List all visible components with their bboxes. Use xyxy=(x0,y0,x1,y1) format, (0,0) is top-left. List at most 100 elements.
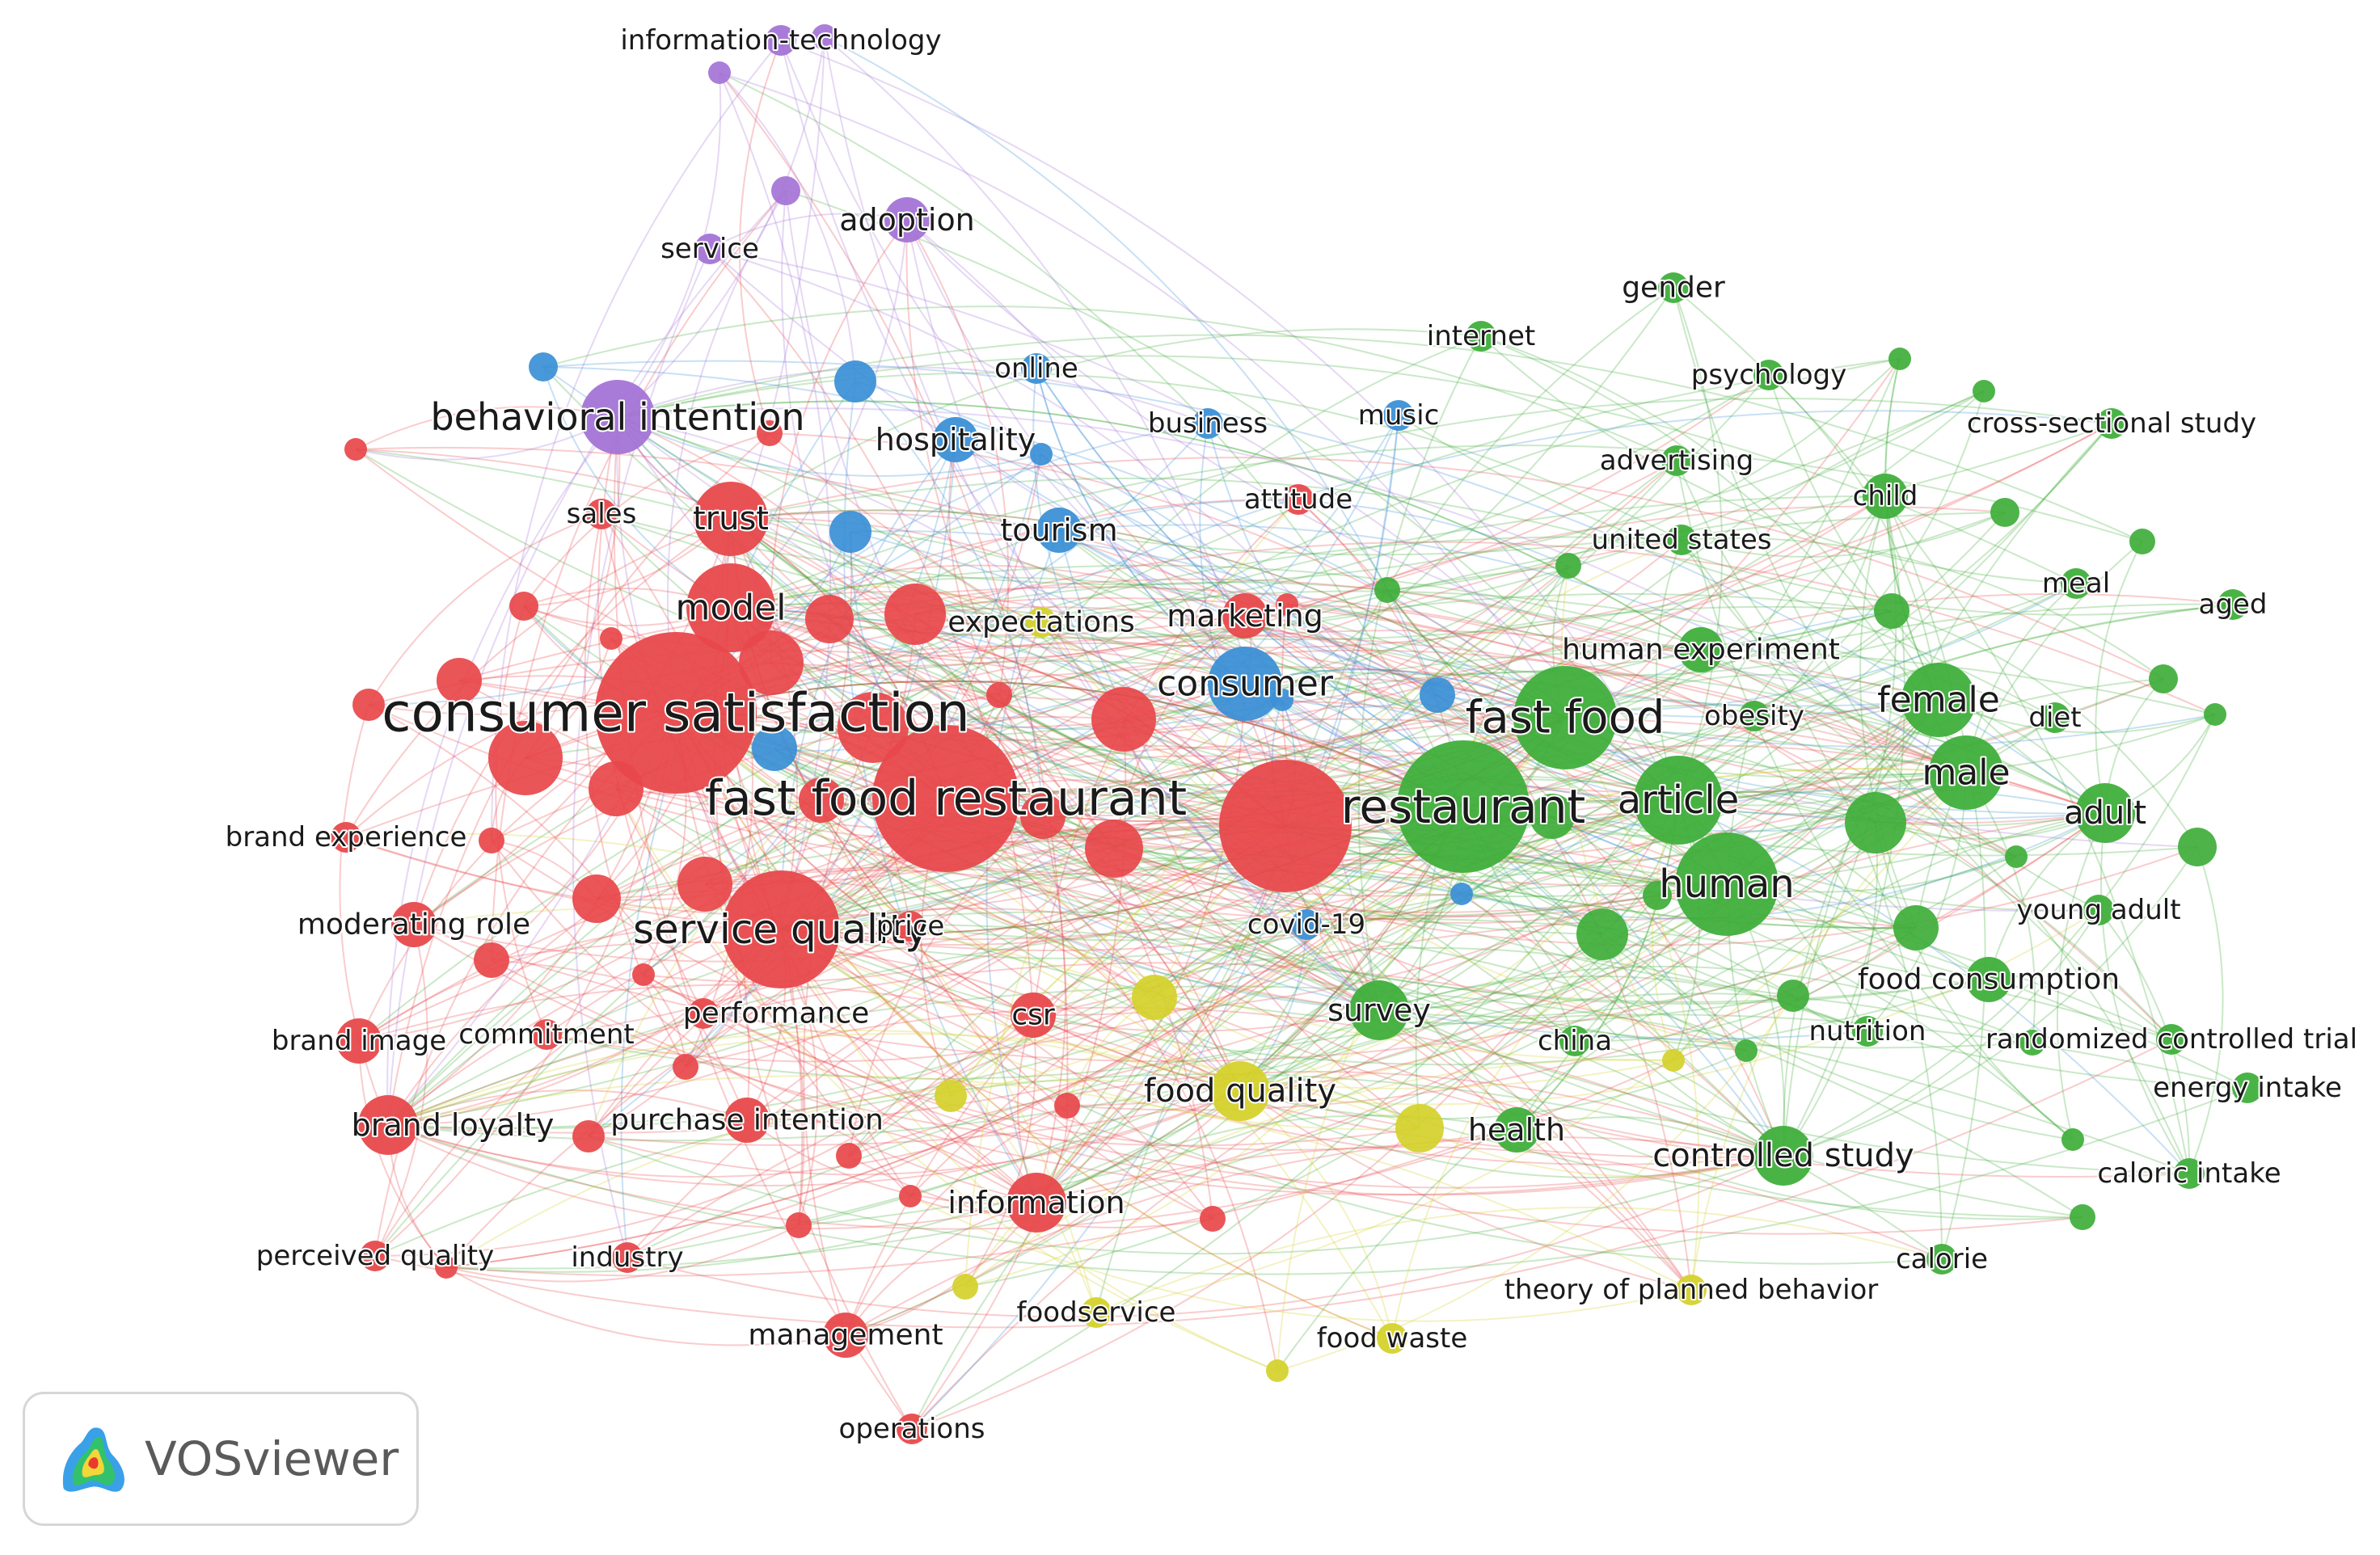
node-theory-of-planned-behavior[interactable] xyxy=(1676,1275,1707,1305)
node-expectations[interactable] xyxy=(1026,607,1057,638)
node-fast-food[interactable] xyxy=(1513,666,1617,769)
network-minor-node[interactable] xyxy=(1530,794,1575,839)
network-minor-node[interactable] xyxy=(1132,975,1177,1020)
network-minor-node[interactable] xyxy=(1374,577,1400,603)
network-minor-node[interactable] xyxy=(1030,443,1053,466)
node-hospitality[interactable] xyxy=(933,417,978,462)
node-survey[interactable] xyxy=(1349,980,1409,1040)
node-china[interactable] xyxy=(1559,1026,1590,1056)
node-caloric-intake[interactable] xyxy=(2174,1158,2205,1189)
network-minor-node[interactable] xyxy=(1276,593,1298,616)
network-minor-node[interactable] xyxy=(836,1143,862,1169)
node-sales[interactable] xyxy=(586,499,617,529)
node-nutrition[interactable] xyxy=(1852,1016,1883,1047)
node-tourism[interactable] xyxy=(1036,508,1082,553)
node-brand-loyalty[interactable] xyxy=(358,1095,418,1155)
node-internet[interactable] xyxy=(1466,321,1496,352)
network-minor-node[interactable] xyxy=(1200,1206,1226,1232)
network-minor-node[interactable] xyxy=(899,1185,922,1207)
node-male[interactable] xyxy=(1929,735,2003,810)
node-cross-sectional-study[interactable] xyxy=(2096,408,2127,439)
node-attitude[interactable] xyxy=(1283,484,1314,515)
node-adoption[interactable] xyxy=(884,197,930,242)
node-female[interactable] xyxy=(1901,663,1976,737)
network-minor-node[interactable] xyxy=(935,1080,967,1112)
network-minor-node[interactable] xyxy=(677,857,732,912)
node-csr[interactable] xyxy=(1011,992,1056,1038)
network-minor-node[interactable] xyxy=(1845,792,1906,853)
node-child[interactable] xyxy=(1863,474,1908,519)
network-minor-node[interactable] xyxy=(1555,553,1581,579)
node-online[interactable] xyxy=(1021,353,1052,384)
network-minor-node[interactable] xyxy=(1420,677,1455,713)
node-restaurant[interactable] xyxy=(1397,740,1530,873)
network-minor-node[interactable] xyxy=(1266,1359,1289,1382)
node-service-quality[interactable] xyxy=(722,870,840,988)
network-minor-node[interactable] xyxy=(509,592,538,621)
network-minor-node[interactable] xyxy=(739,630,804,695)
network-minor-node[interactable] xyxy=(1091,687,1156,752)
network-minor-node[interactable] xyxy=(1735,1039,1758,1062)
node-commitment[interactable] xyxy=(531,1019,562,1050)
network-minor-node[interactable] xyxy=(2019,1030,2045,1056)
network-minor-node[interactable] xyxy=(479,828,504,853)
network-minor-node[interactable] xyxy=(2204,703,2226,726)
node-adult[interactable] xyxy=(2075,783,2135,843)
network-minor-node[interactable] xyxy=(1576,908,1628,960)
node-trust[interactable] xyxy=(694,482,768,556)
network-minor-node[interactable] xyxy=(757,420,783,446)
network-minor-node[interactable] xyxy=(805,595,854,643)
node-business[interactable] xyxy=(1192,408,1223,439)
node-information[interactable] xyxy=(1006,1173,1066,1233)
node-advertising[interactable] xyxy=(1661,445,1692,476)
node-consumer[interactable] xyxy=(1208,647,1282,721)
node-health[interactable] xyxy=(1494,1107,1539,1153)
network-minor-node[interactable] xyxy=(474,942,509,978)
node-purchase-intention[interactable] xyxy=(724,1098,770,1143)
network-minor-node[interactable] xyxy=(632,963,655,986)
node-meal[interactable] xyxy=(2061,568,2091,599)
network-minor-node[interactable] xyxy=(2149,664,2178,693)
network-minor-node[interactable] xyxy=(529,352,558,381)
network-minor-node[interactable] xyxy=(799,778,844,823)
node-perceived-quality[interactable] xyxy=(360,1241,390,1271)
network-minor-node[interactable] xyxy=(488,721,563,795)
network-minor-node[interactable] xyxy=(352,689,385,721)
network-minor-node[interactable] xyxy=(600,627,622,650)
network-minor-node[interactable] xyxy=(1893,905,1939,950)
network-minor-node[interactable] xyxy=(1395,1104,1444,1153)
network-minor-node[interactable] xyxy=(838,692,909,763)
node-gender[interactable] xyxy=(1658,272,1689,303)
node-psychology[interactable] xyxy=(1753,360,1784,390)
network-minor-node[interactable] xyxy=(344,438,367,461)
node-consumer-satisfaction[interactable] xyxy=(595,632,757,794)
node-brand-image[interactable] xyxy=(336,1018,382,1064)
network-minor-node[interactable] xyxy=(673,1054,698,1080)
network-minor-node[interactable] xyxy=(1020,794,1066,839)
node-model[interactable] xyxy=(686,563,775,652)
network-minor-node[interactable] xyxy=(1643,881,1672,910)
node-foodservice[interactable] xyxy=(1081,1297,1112,1328)
network-minor-node[interactable] xyxy=(1990,498,2019,527)
node-united-states[interactable] xyxy=(1666,525,1697,555)
node-controlled-study[interactable] xyxy=(1753,1126,1813,1186)
node-obesity[interactable] xyxy=(1739,701,1770,731)
node-management[interactable] xyxy=(823,1313,868,1358)
node-behavioral-intention[interactable] xyxy=(580,380,655,454)
node-food-quality[interactable] xyxy=(1210,1061,1270,1121)
network-minor-node[interactable] xyxy=(435,1256,458,1279)
network-minor-node[interactable] xyxy=(708,61,731,84)
network-minor-node[interactable] xyxy=(1973,380,1995,402)
node-randomized-controlled-trial[interactable] xyxy=(2156,1024,2187,1055)
network-minor-node[interactable] xyxy=(786,1212,812,1238)
node-music[interactable] xyxy=(1383,400,1414,431)
network-minor-node[interactable] xyxy=(2070,1204,2095,1230)
node-moderating-role[interactable] xyxy=(391,902,437,947)
network-minor-node[interactable] xyxy=(771,176,800,205)
node-fast-food-restaurant[interactable] xyxy=(872,725,1019,872)
network-minor-node[interactable] xyxy=(812,24,838,50)
network-minor-node[interactable] xyxy=(2129,529,2155,554)
network-minor-node[interactable] xyxy=(1777,980,1809,1012)
network-minor-node[interactable] xyxy=(884,584,946,645)
node-marketing[interactable] xyxy=(1222,593,1268,638)
